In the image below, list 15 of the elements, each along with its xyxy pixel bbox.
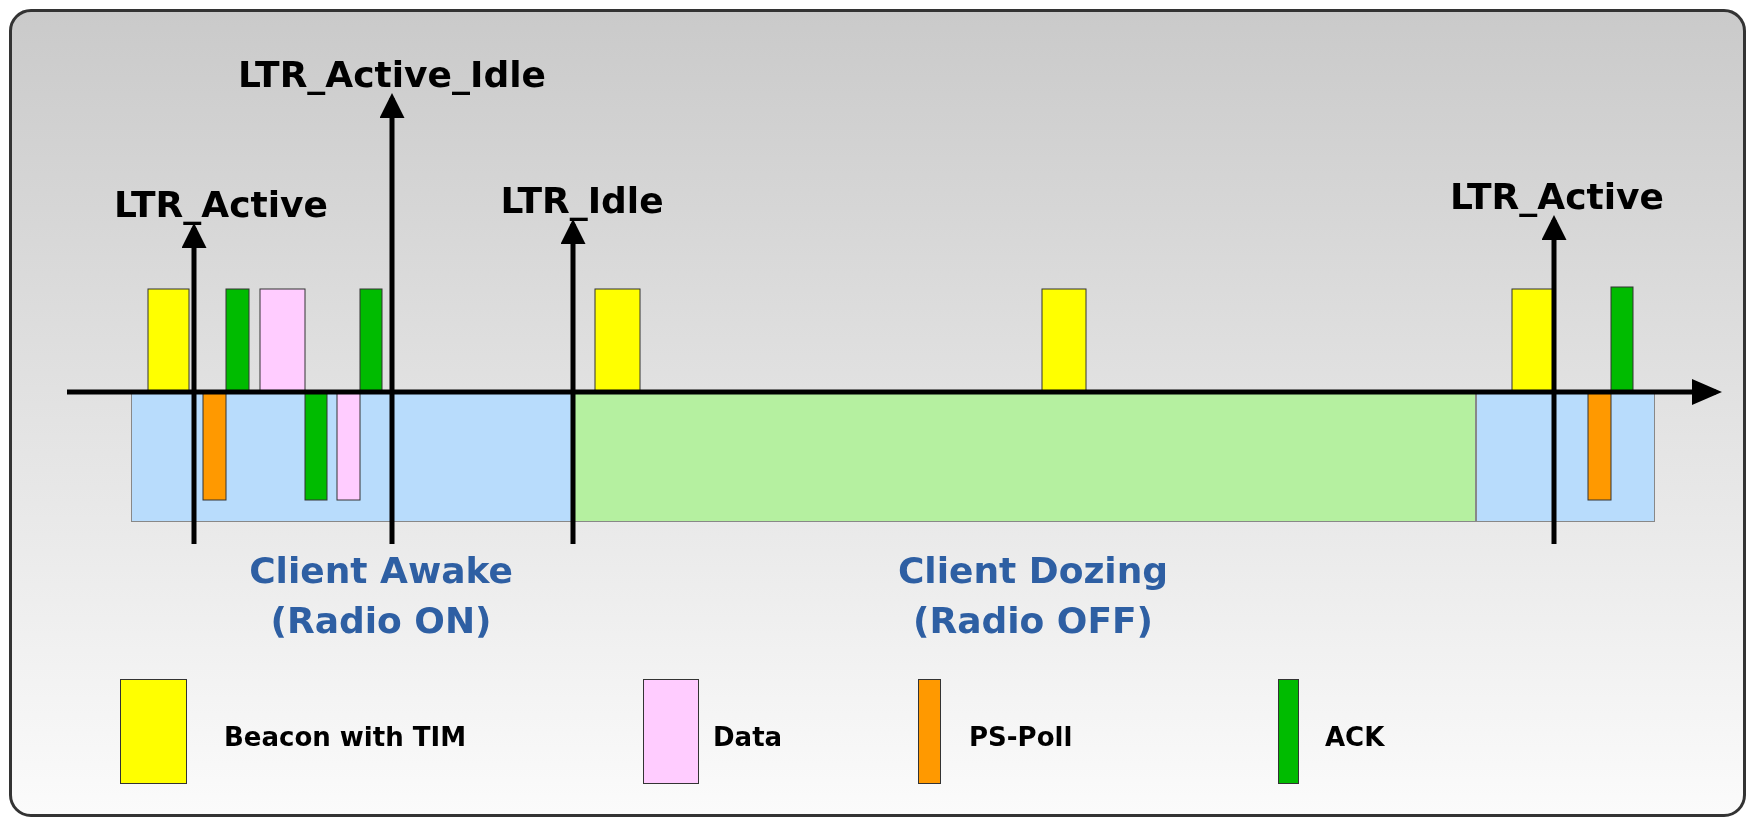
state-band — [573, 392, 1476, 522]
event-label: LTR_Idle — [500, 180, 664, 222]
legend-label: Data — [713, 722, 783, 752]
state-caption: Client Awake (Radio ON) — [248, 549, 514, 643]
arrow — [379, 93, 405, 544]
arrow — [560, 219, 586, 544]
event-label: LTR_Active — [114, 184, 328, 226]
state-caption: Client Dozing (Radio OFF) — [896, 549, 1170, 643]
arrow — [181, 223, 207, 544]
event-label: LTR_Active_Idle — [238, 54, 546, 96]
arrow — [1541, 215, 1567, 544]
legend-label: PS-Poll — [969, 722, 1073, 752]
event-label: LTR_Active — [1450, 176, 1664, 218]
legend-label: Beacon with TIM — [224, 722, 467, 752]
legend-label: ACK — [1325, 722, 1385, 752]
